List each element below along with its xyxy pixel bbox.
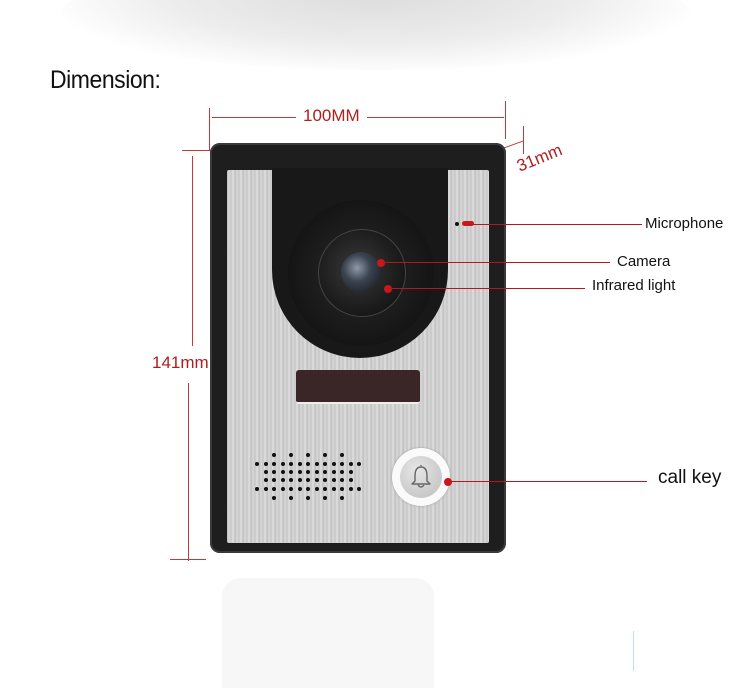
depth-dimension-label: 31mm [514, 140, 566, 177]
height-dim-bottom-tick [170, 559, 206, 560]
bell-icon [411, 465, 431, 488]
grille-hole [280, 470, 285, 474]
speaker-grille [255, 453, 365, 503]
grille-hole [306, 453, 310, 457]
height-dimension-label: 141mm [152, 353, 209, 373]
grille-hole [348, 470, 353, 474]
camera-callout-dot [377, 259, 385, 267]
grille-hole [263, 478, 268, 482]
grille-hole [348, 462, 353, 466]
grille-hole [340, 487, 344, 491]
microphone-callout-line [468, 224, 642, 225]
call-key-face[interactable] [400, 456, 442, 498]
microphone-label: Microphone [645, 215, 724, 232]
faded-product-reflection [222, 578, 434, 688]
grille-hole [340, 470, 344, 474]
height-dim-line-lower [188, 383, 189, 561]
grille-hole [297, 478, 302, 482]
grille-hole [280, 487, 285, 491]
grille-hole [263, 487, 268, 491]
top-shadow-decoration [60, 0, 690, 70]
call-key-callout-line [450, 481, 647, 482]
grille-hole [306, 496, 310, 500]
grille-hole [272, 462, 276, 466]
grille-hole [357, 462, 361, 466]
grille-hole [306, 487, 310, 491]
grille-hole [272, 470, 276, 474]
grille-hole [348, 478, 353, 482]
grille-hole [340, 462, 344, 466]
grille-hole [255, 487, 259, 491]
grille-hole [255, 462, 259, 466]
width-dimension-label: 100MM [296, 106, 367, 126]
grille-hole [331, 478, 336, 482]
call-key-callout-dot [444, 478, 452, 486]
grille-hole [331, 470, 336, 474]
grille-hole [323, 487, 327, 491]
grille-hole [289, 470, 293, 474]
grille-hole [357, 487, 361, 491]
infrared-window [296, 370, 420, 404]
camera-lens-icon [341, 252, 381, 292]
grille-hole [306, 462, 310, 466]
grille-hole [289, 462, 293, 466]
grille-hole [306, 478, 310, 482]
microphone-callout-dot [462, 221, 474, 226]
grille-hole [340, 496, 344, 500]
page-title: Dimension: [50, 66, 161, 94]
grille-hole [272, 453, 276, 457]
height-dim-top-tick [182, 150, 222, 151]
grille-hole [340, 478, 344, 482]
grille-hole [323, 453, 327, 457]
grille-hole [280, 462, 285, 466]
camera-callout-line [382, 262, 610, 263]
grille-hole [297, 462, 302, 466]
grille-hole [289, 496, 293, 500]
grille-hole [323, 470, 327, 474]
grille-hole [314, 478, 319, 482]
grille-hole [297, 487, 302, 491]
grille-hole [289, 453, 293, 457]
call-key-button[interactable] [392, 448, 450, 506]
grille-hole [306, 470, 310, 474]
grille-hole [263, 462, 268, 466]
grille-hole [323, 478, 327, 482]
height-dim-line-upper [192, 156, 193, 346]
grille-hole [348, 487, 353, 491]
grille-hole [314, 487, 319, 491]
infrared-label: Infrared light [592, 277, 676, 294]
grille-hole [297, 470, 302, 474]
grille-hole [340, 453, 344, 457]
call-key-label: call key [658, 467, 722, 488]
grille-hole [289, 487, 293, 491]
grille-hole [323, 496, 327, 500]
microphone-hole [455, 222, 459, 226]
grille-hole [331, 462, 336, 466]
infrared-callout-line [389, 288, 585, 289]
width-dim-right-tick [505, 101, 506, 139]
grille-hole [272, 487, 276, 491]
width-dim-left-tick [209, 108, 210, 150]
grille-hole [323, 462, 327, 466]
grille-hole [272, 478, 276, 482]
camera-label: Camera [617, 253, 671, 270]
infrared-callout-dot [384, 285, 392, 293]
depth-dim-tick [523, 126, 524, 154]
grille-hole [314, 470, 319, 474]
grille-hole [280, 478, 285, 482]
grille-hole [314, 462, 319, 466]
grille-hole [331, 487, 336, 491]
grille-hole [263, 470, 268, 474]
grille-hole [272, 496, 276, 500]
faded-divider [633, 631, 634, 671]
grille-hole [289, 478, 293, 482]
